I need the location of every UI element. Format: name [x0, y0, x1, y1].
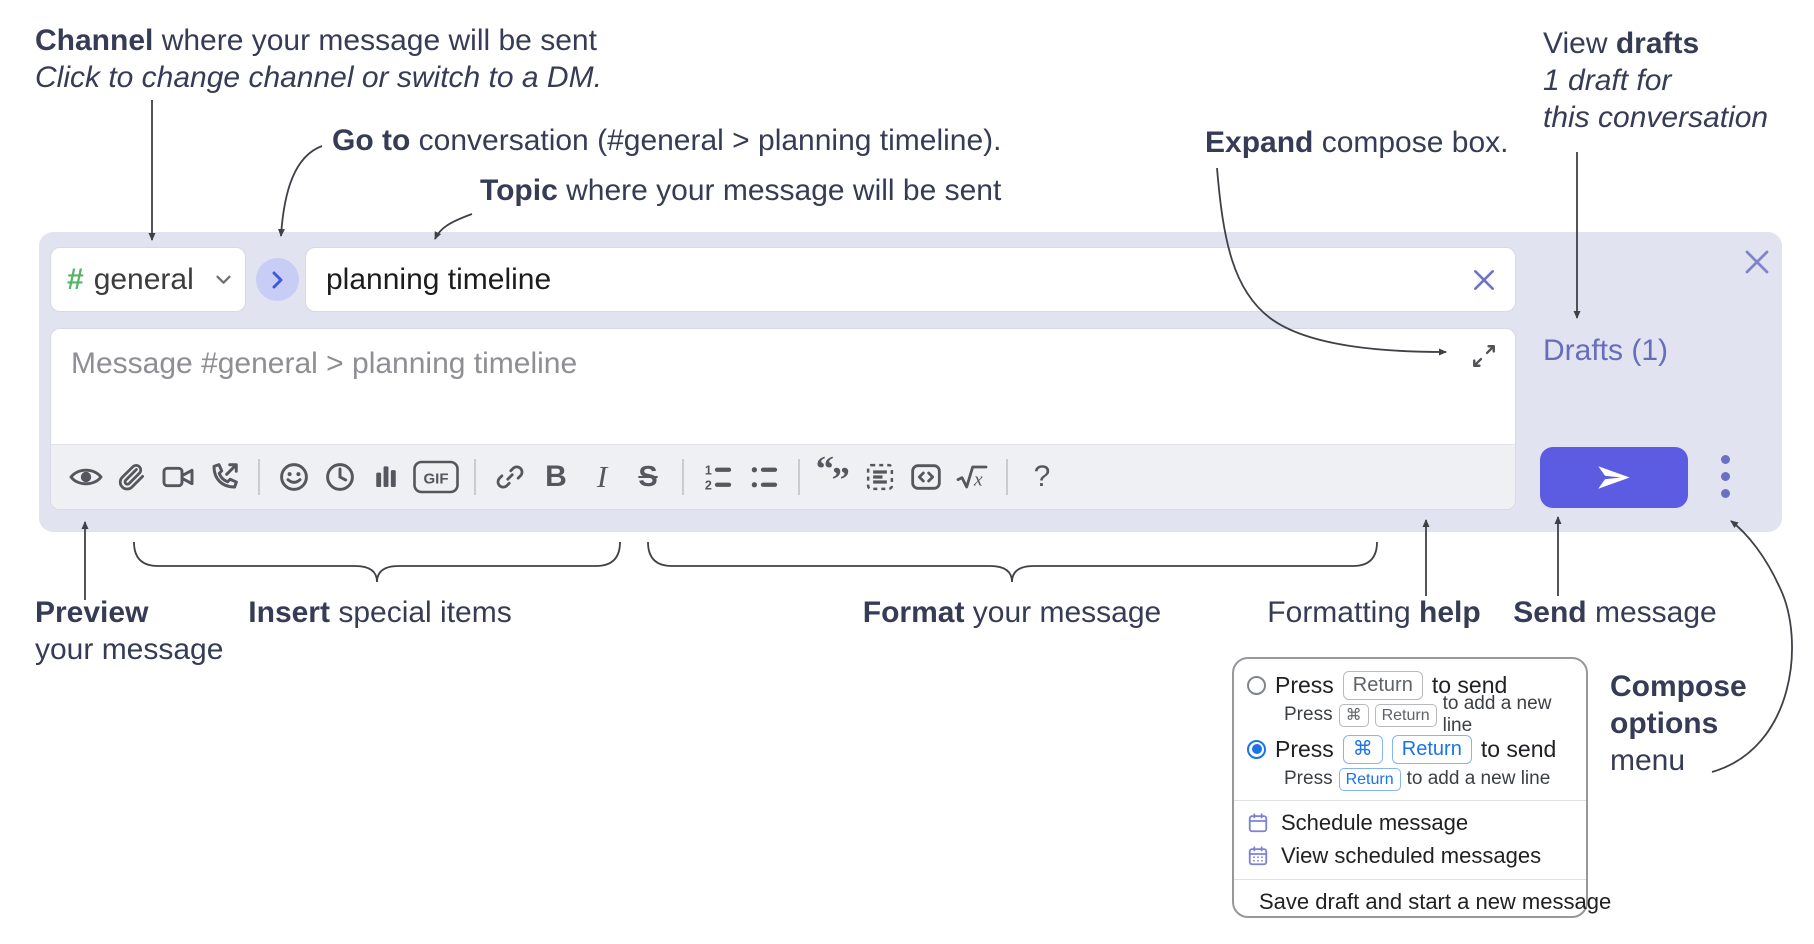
math-latex-icon[interactable]: x — [949, 456, 995, 498]
radio-selected-icon[interactable] — [1247, 739, 1266, 759]
video-clip-icon[interactable] — [155, 456, 201, 498]
message-placeholder: Message #general > planning timeline — [71, 347, 578, 380]
kebab-dot — [1720, 455, 1730, 464]
calendar-icon — [1248, 812, 1268, 832]
kebab-dot — [1720, 489, 1730, 498]
keycap-cmd-blue: ⌘ — [1342, 734, 1383, 764]
svg-text:“: “ — [816, 449, 834, 489]
toolbar-divider — [682, 459, 684, 495]
annotation-insert: Insert special items — [248, 596, 512, 629]
chevron-right-icon — [272, 271, 282, 288]
calendar-grid-icon — [1248, 845, 1268, 865]
keycap-cmd: ⌘ — [1338, 703, 1369, 727]
menu-radio-cmd-return-subtext: Press Return to add a new line — [1284, 767, 1551, 791]
menu-item-save-draft[interactable]: Save draft and start a new message — [1234, 885, 1611, 918]
formatting-help-icon[interactable]: ? — [1033, 460, 1051, 493]
menu-divider — [1234, 800, 1586, 801]
annotation-topic: Topic where your message will be sent — [480, 174, 1002, 207]
strikethrough-icon[interactable]: S — [638, 460, 658, 493]
svg-text:GIF: GIF — [424, 471, 449, 488]
bullet-list-icon[interactable] — [741, 456, 787, 498]
keycap-return: Return — [1374, 703, 1437, 727]
toolbar-divider — [258, 459, 260, 495]
radio-unselected-icon[interactable] — [1247, 675, 1266, 695]
compose-box: # general planning timeline Drafts (1) M… — [39, 232, 1782, 532]
topic-input[interactable]: planning timeline — [305, 247, 1516, 312]
italic-icon[interactable]: I — [596, 459, 608, 494]
message-card: Message #general > planning timeline — [50, 328, 1516, 510]
bold-icon[interactable]: B — [545, 460, 567, 493]
keycap-return-blue: Return — [1338, 767, 1401, 791]
annotation-view-drafts: View drafts 1 draft for this conversatio… — [1543, 27, 1769, 134]
close-compose-button[interactable] — [1739, 244, 1775, 280]
audio-call-icon[interactable] — [201, 456, 247, 498]
emoji-icon[interactable] — [271, 456, 317, 498]
menu-item-schedule-message[interactable]: Schedule message — [1234, 806, 1586, 839]
topic-value: planning timeline — [326, 262, 552, 296]
goto-conversation-button[interactable] — [256, 258, 299, 301]
gif-icon[interactable]: GIF — [409, 456, 463, 498]
annotation-compose-options: Compose options menu — [1610, 670, 1747, 777]
annotation-goto: Go to conversation (#general > planning … — [332, 124, 1002, 157]
blockquote-icon[interactable]: “” — [811, 449, 857, 500]
keycap-return: Return — [1342, 670, 1423, 700]
svg-text:2: 2 — [705, 479, 712, 493]
toolbar-divider — [1006, 459, 1008, 495]
poll-chart-icon[interactable] — [363, 456, 409, 498]
menu-divider — [1234, 879, 1586, 880]
annotation-send: Send message — [1513, 596, 1717, 629]
annotation-preview: Preview your message — [35, 596, 224, 666]
svg-text:”: ” — [832, 460, 850, 500]
annotation-expand: Expand compose box. — [1205, 126, 1509, 159]
toolbar-divider — [474, 459, 476, 495]
svg-text:x: x — [973, 470, 983, 491]
drafts-link[interactable]: Drafts (1) — [1543, 334, 1669, 367]
annotation-format: Format your message — [862, 596, 1162, 629]
attach-file-icon[interactable] — [109, 456, 155, 498]
channel-selector[interactable]: # general — [50, 247, 246, 312]
preview-icon[interactable] — [63, 456, 109, 498]
channel-name: general — [93, 262, 194, 296]
recent-clock-icon[interactable] — [317, 456, 363, 498]
compose-options-menu: Press Return to send Press ⌘ Return to a… — [1232, 657, 1611, 918]
chevron-down-icon — [216, 275, 231, 285]
channel-hash-icon: # — [67, 262, 84, 296]
keycap-return-blue: Return — [1391, 734, 1472, 764]
brace-format — [647, 541, 1378, 583]
send-button[interactable] — [1540, 447, 1688, 508]
code-block-icon[interactable] — [857, 456, 903, 498]
send-icon — [1598, 466, 1630, 489]
expand-compose-icon[interactable] — [1471, 343, 1497, 374]
annotation-formatting-help: Formatting help — [1267, 596, 1481, 629]
kebab-dot — [1720, 472, 1730, 481]
inline-code-icon[interactable] — [903, 456, 949, 498]
menu-radio-return-subtext: Press ⌘ Return to add a new line — [1284, 693, 1552, 736]
annotation-channel: Channel where your message will be sent … — [35, 24, 602, 94]
clear-topic-icon[interactable] — [1471, 267, 1497, 293]
svg-text:1: 1 — [705, 464, 712, 478]
menu-item-view-scheduled[interactable]: View scheduled messages — [1234, 839, 1586, 872]
brace-insert — [133, 541, 621, 583]
message-input[interactable]: Message #general > planning timeline — [51, 329, 1515, 444]
menu-radio-return-to-send[interactable]: Press Return to send — [1234, 669, 1586, 701]
menu-radio-cmd-return-to-send[interactable]: Press ⌘ Return to send — [1234, 733, 1586, 765]
close-icon — [1745, 250, 1769, 274]
compose-options-button[interactable] — [1719, 455, 1731, 498]
link-icon[interactable] — [487, 456, 533, 498]
toolbar-divider — [798, 459, 800, 495]
arrow-goto — [277, 145, 323, 237]
